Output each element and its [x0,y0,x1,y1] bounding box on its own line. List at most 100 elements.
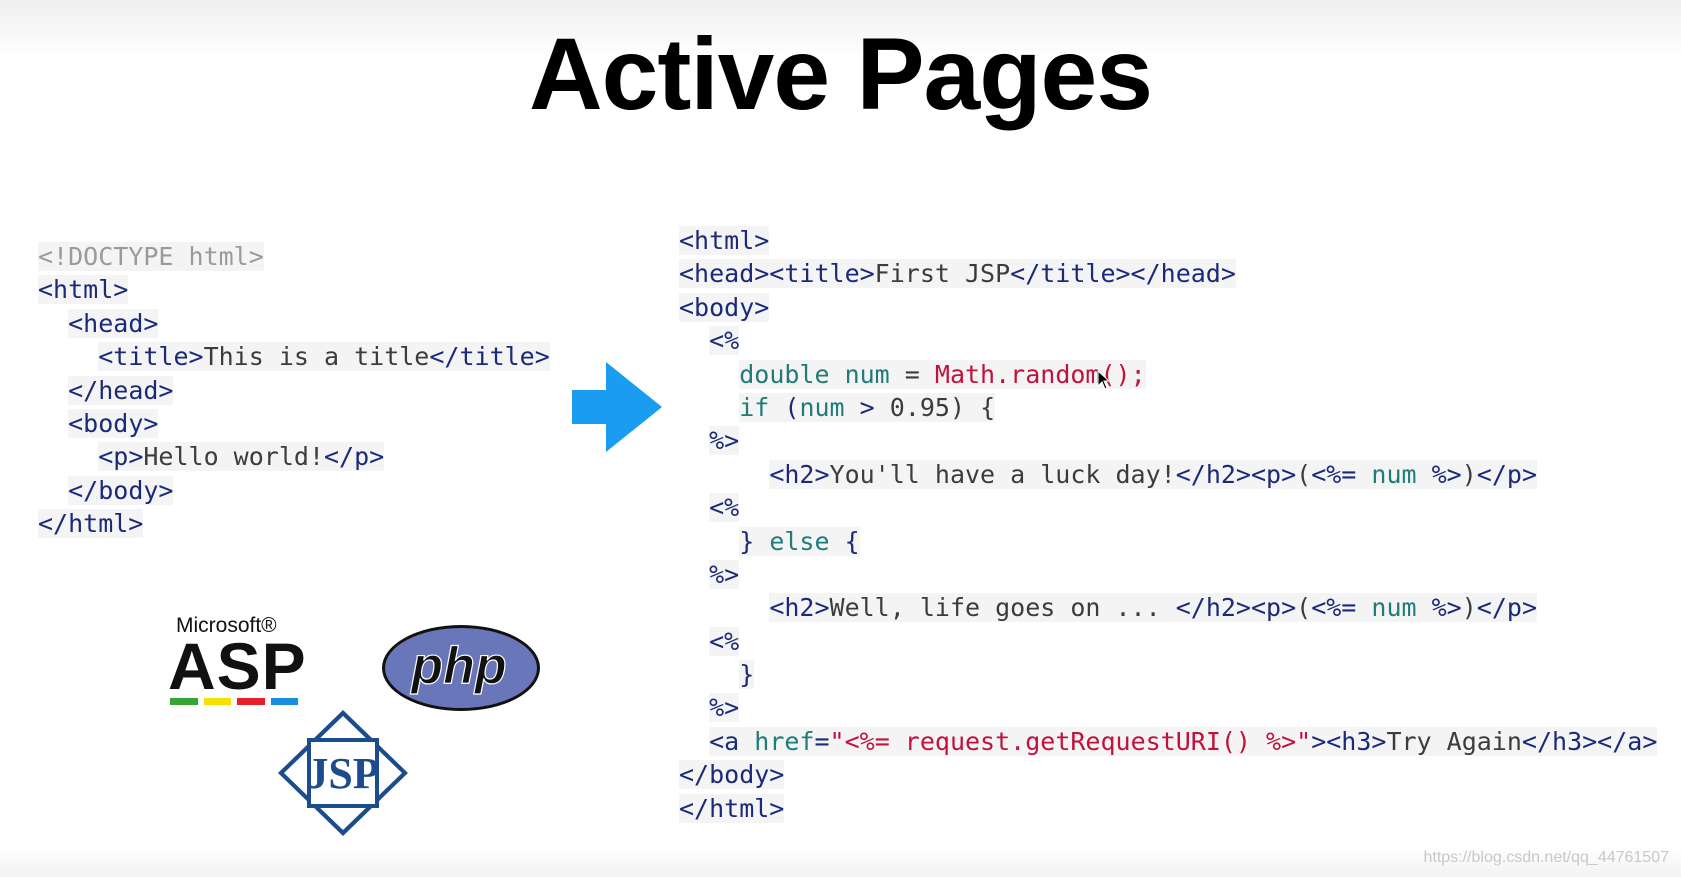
asp-color-bar [170,698,298,705]
code-line: <a href="<%= request.getRequestURI() %>"… [679,725,1658,758]
code-line: <p>Hello world!</p> [38,440,550,473]
code-token: else [769,526,845,556]
code-line: <title>This is a title</title> [38,340,550,373]
code-line: <body> [38,407,550,440]
code-token: %> [1431,593,1462,623]
code-token: %> [709,693,740,723]
arrow-right-icon [572,362,662,452]
code-token: num [1356,593,1432,623]
code-line: <h2>You'll have a luck day!</h2><p>(<%= … [679,458,1657,491]
code-token: <% [709,626,740,656]
code-line: } else { [679,525,1657,558]
code-token [38,342,98,371]
code-token [679,593,769,622]
code-token: </body> [68,475,174,505]
code-line: </body> [679,758,1657,791]
top-gradient [0,0,1681,60]
code-token: %> [709,426,740,456]
code-token: <head> [68,308,159,338]
code-line: </head> [38,374,550,407]
code-token [679,493,709,522]
code-token: num [799,392,860,422]
code-token [679,627,709,656]
code-token: <body> [679,292,770,322]
code-line: %> [679,691,1657,724]
code-line: <head> [38,307,550,340]
code-token: <% [709,326,740,356]
code-line: double num = Math.random(); [679,358,1657,391]
code-token: Try Again [1386,726,1522,756]
watermark: https://blog.csdn.net/qq_44761507 [1423,849,1669,866]
code-line: <body> [679,291,1657,324]
code-token: </h3></a> [1521,726,1658,756]
code-token: </html> [38,509,144,539]
code-line: <!DOCTYPE html> [38,240,550,273]
code-token: </html> [679,793,785,823]
php-logo: php [382,625,540,711]
asp-logo: Microsoft® ASP [168,612,308,707]
code-token: } [739,660,755,690]
code-token: </title></head> [1010,259,1236,289]
code-token: </p> [1476,593,1538,623]
code-token: </h2><p> [1175,459,1297,489]
jsp-logo: JSP [278,710,408,836]
code-token: You'll have a luck day! [829,459,1176,489]
code-token: </head> [68,375,174,405]
code-line: </html> [38,507,550,540]
code-token: ( [784,392,800,422]
code-token: <a [709,726,755,756]
code-token [679,360,739,389]
code-line: <h2>Well, life goes on ... </h2><p>(<%= … [679,591,1657,624]
code-token: "<%= request.getRequestURI() %>" [829,726,1312,756]
mouse-cursor-icon [1097,370,1111,390]
asp-brand-text: Microsoft® [176,614,277,637]
code-token: </p> [1476,459,1538,489]
code-token: > [859,392,890,422]
code-token [679,326,709,355]
code-token: ><h3> [1311,726,1387,756]
code-token [38,309,68,338]
bottom-gradient [0,847,1681,877]
code-token [38,476,68,505]
code-token: <head><title> [679,259,875,289]
code-token: <html> [38,275,129,305]
code-line: </body> [38,474,550,507]
code-token: <html> [679,226,770,255]
code-line: %> [679,558,1657,591]
code-token: = [904,359,935,389]
code-token: ( [1296,459,1312,489]
code-token: <%= [1311,459,1357,489]
code-line: <% [679,625,1657,658]
code-token [679,660,739,689]
code-line: } [679,658,1657,691]
code-token: ( [1296,593,1312,623]
code-token: </p> [324,442,385,472]
code-token: <h2> [769,459,830,489]
code-token: = [814,726,830,756]
code-token [38,442,98,471]
code-token: } [739,526,770,556]
code-token: <title> [98,342,204,372]
code-token: This is a title [203,342,430,372]
code-token [38,376,68,405]
code-token: %> [709,559,740,589]
code-line: </html> [679,792,1657,825]
code-line: <head><title>First JSP</title></head> [679,257,1657,290]
code-token: <h2> [769,593,830,623]
code-token [679,393,739,422]
jsp-text: JSP [306,749,379,798]
asp-text: ASP [168,629,307,703]
code-token: { [844,526,860,556]
code-token: 0.95) { [889,392,996,422]
code-token: <p> [98,442,144,472]
code-token [679,527,739,556]
code-line: <html> [679,224,1657,257]
code-token: %> [1431,459,1462,489]
code-token: href [754,726,815,756]
html-code-block: <!DOCTYPE html> <html> <head> <title>This… [38,240,550,541]
jsp-code-block: <html><head><title>First JSP</title></he… [679,224,1658,825]
code-token: </body> [679,760,785,790]
code-line: <html> [38,273,550,306]
code-token: <!DOCTYPE html> [38,242,264,271]
code-token: <%= [1311,593,1357,623]
